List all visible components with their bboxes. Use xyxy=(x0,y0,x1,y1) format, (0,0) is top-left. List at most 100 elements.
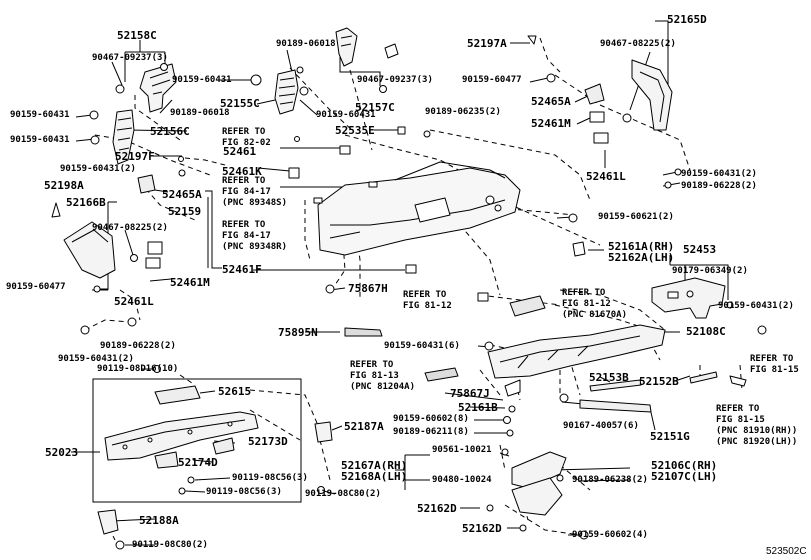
fastener xyxy=(250,74,262,86)
part-label: 52162A(LH) xyxy=(608,251,675,264)
part-label: 52167A(RH) xyxy=(341,459,408,472)
part-label: 52161B xyxy=(458,401,498,414)
part-label: 52162D xyxy=(417,502,457,515)
part-label: 52174D xyxy=(178,456,218,469)
fastener xyxy=(423,130,431,138)
fastener xyxy=(622,113,632,123)
fastener xyxy=(93,285,101,293)
part-label: 52155C xyxy=(220,97,260,110)
bracket-52173D xyxy=(212,437,235,455)
fastener xyxy=(130,254,138,262)
part-label: 52461L xyxy=(586,170,626,183)
part-label: 90159-60431(2) xyxy=(718,301,794,311)
reflector-52161A xyxy=(572,241,586,257)
clip-52197A xyxy=(527,35,537,45)
fastener xyxy=(501,448,509,456)
fastener xyxy=(559,393,569,403)
clip-52198A xyxy=(51,202,61,218)
fastener xyxy=(556,474,564,482)
part-label: 90467-08225(2) xyxy=(600,39,676,49)
part-label: 90189-06228(2) xyxy=(100,341,176,351)
part-label: 52166B xyxy=(66,196,106,209)
bracket-52158C xyxy=(139,63,177,113)
fastener xyxy=(299,86,309,96)
strip-75895N xyxy=(344,327,383,337)
cover-52106C xyxy=(511,477,563,516)
fastener xyxy=(503,416,511,424)
part-label: 52188A xyxy=(139,514,179,527)
part-label: 52453 xyxy=(683,243,717,256)
clip xyxy=(313,197,323,204)
part-label: 52461M xyxy=(170,276,210,289)
reference-note: REFER TO FIG 81-15 xyxy=(750,354,799,375)
fastener xyxy=(674,168,682,176)
part-label: 52465A xyxy=(162,188,202,201)
reflector-81670A xyxy=(509,295,546,317)
reference-note: REFER TO FIG 81-15 (PNC 81910(RH)) (PNC … xyxy=(716,404,798,447)
part-label: 90119-08C56(3) xyxy=(232,473,308,483)
part-label: 90159-60621(2) xyxy=(598,212,674,222)
part-label: 90159-60431 xyxy=(172,75,232,85)
part-label: 90159-60477 xyxy=(6,282,66,292)
bracket-52156C xyxy=(112,109,135,165)
part-label: 52023 xyxy=(45,446,79,459)
fastener xyxy=(325,284,335,294)
reference-note: REFER TO FIG 82-02 xyxy=(222,127,271,148)
bracket-52615 xyxy=(154,385,201,405)
fastener xyxy=(379,85,387,93)
clip xyxy=(384,43,399,59)
part-label: 90159-60602(4) xyxy=(572,530,648,540)
reinforcement-52023 xyxy=(104,411,259,461)
bumper-cover-52159 xyxy=(317,161,521,256)
fastener xyxy=(127,317,137,327)
fastener xyxy=(568,213,578,223)
part-label: 90159-60431(2) xyxy=(681,169,757,179)
part-label: 90189-06018 xyxy=(276,39,336,49)
fastener xyxy=(519,524,527,532)
fastener xyxy=(160,63,168,71)
part-label: 52461F xyxy=(222,263,262,276)
subframe-group-box xyxy=(92,378,302,503)
part-label: 52157C xyxy=(355,101,395,114)
part-label: 52156C xyxy=(150,125,190,138)
part-label: 75867J xyxy=(450,387,490,400)
part-label: 52153B xyxy=(589,371,629,384)
fastener xyxy=(317,486,325,494)
fastener xyxy=(546,73,556,83)
part-label: 52461 xyxy=(223,145,257,158)
pad-52461L xyxy=(145,257,161,269)
part-label: 52197F xyxy=(115,150,155,163)
part-label: 52615 xyxy=(218,385,252,398)
part-label: 90179-06349(2) xyxy=(672,266,748,276)
reflector-81204A xyxy=(424,367,459,382)
pad-52465A xyxy=(584,83,605,105)
part-label: 90189-06238(2) xyxy=(572,475,648,485)
part-label: 90159-60431(2) xyxy=(58,354,134,364)
fastener xyxy=(90,135,100,145)
clip xyxy=(368,181,378,188)
part-label: 90189-06211(8) xyxy=(393,427,469,437)
part-label: 90119-08D16(10) xyxy=(97,364,179,374)
bracket-52157C xyxy=(335,27,358,67)
part-label: 52151G xyxy=(650,430,690,443)
fastener xyxy=(508,405,516,413)
figure-id: 523502C xyxy=(766,546,807,557)
fastener xyxy=(296,66,304,74)
part-label: 52461K xyxy=(222,165,262,178)
part-label: 90189-06228(2) xyxy=(681,181,757,191)
clip-52535E xyxy=(397,126,406,135)
reflector-81910 xyxy=(729,375,747,387)
part-label: 90189-06018 xyxy=(170,108,230,118)
pad-52461F xyxy=(405,264,417,274)
part-label: 90159-60431(6) xyxy=(384,341,460,351)
part-label: 90467-09237(3) xyxy=(92,53,168,63)
part-label: 52187A xyxy=(344,420,384,433)
part-label: 52108C xyxy=(686,325,726,338)
bracket-52187A xyxy=(314,421,333,443)
part-label: 52465A xyxy=(531,95,571,108)
strip-52151G xyxy=(579,399,652,413)
part-label: 90467-08225(2) xyxy=(92,223,168,233)
part-label: 90167-40057(6) xyxy=(563,421,639,431)
